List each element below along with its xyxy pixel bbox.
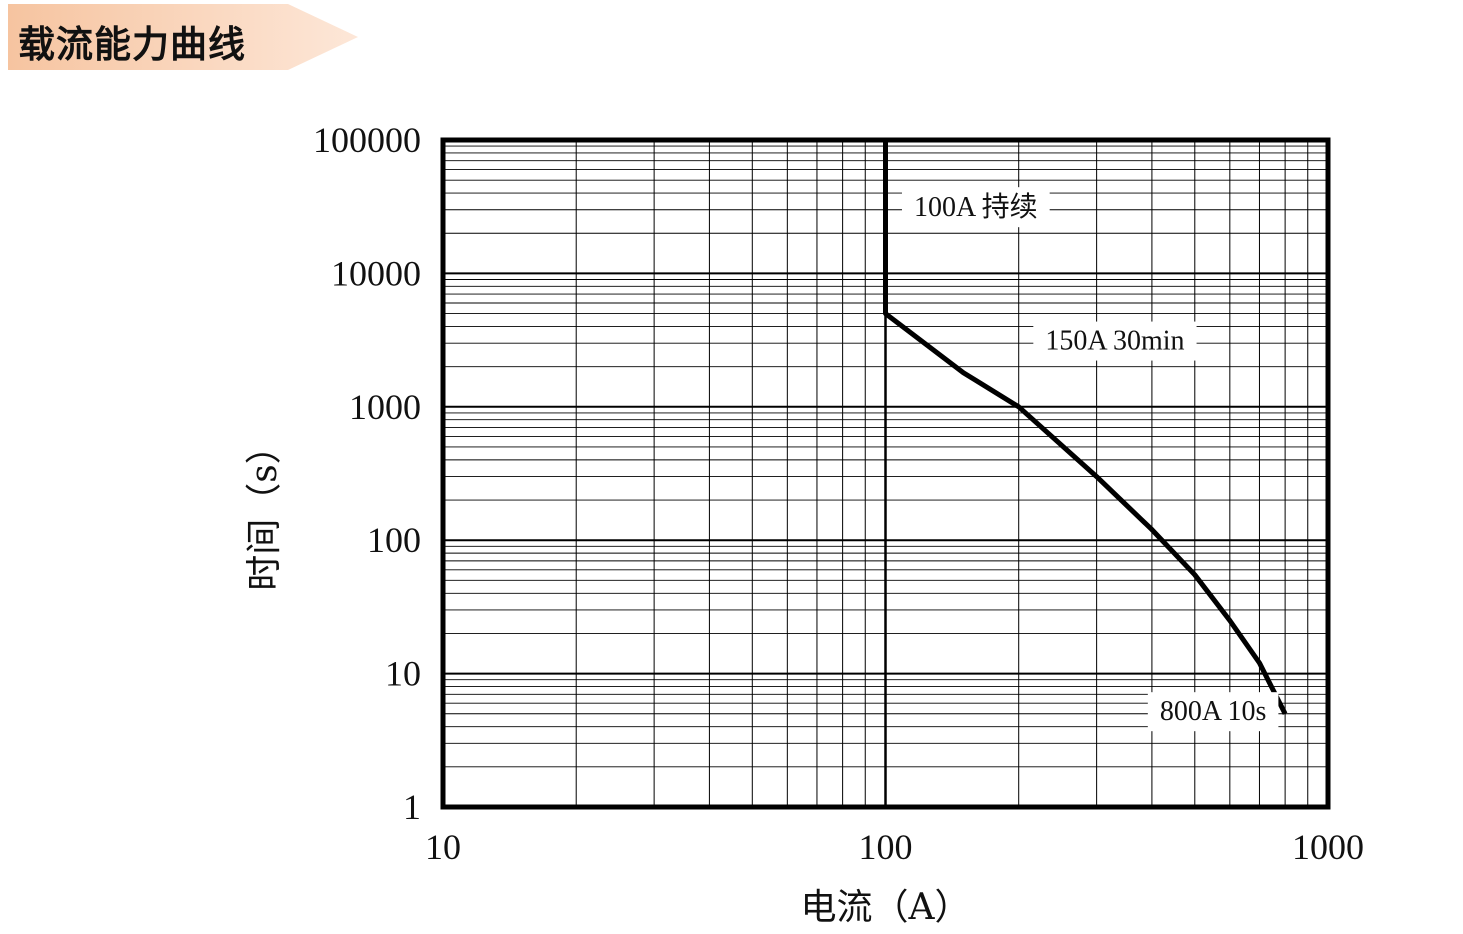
y-tick-label: 1000 (349, 387, 421, 427)
annotation-background (1033, 321, 1197, 361)
y-tick-label: 10 (385, 654, 421, 694)
annotation-label: 100A 持续 (914, 191, 1038, 223)
x-tick-label: 1000 (1292, 827, 1364, 867)
annotation-background (1147, 692, 1279, 732)
y-tick-labels: 1 10 100 1000 10000 100000 (313, 120, 421, 827)
annotation-label: 800A 10s (1160, 696, 1267, 727)
x-tick-labels: 10 100 1000 (425, 827, 1364, 867)
y-tick-label: 1 (403, 787, 421, 827)
annotations: 100A 持续 150A 30min 800A 10s (901, 187, 1279, 732)
y-tick-label: 10000 (331, 253, 421, 293)
series-line-current-capacity (883, 140, 1288, 715)
x-tick-label: 10 (425, 827, 461, 867)
title-banner: 载流能力曲线 (8, 4, 363, 70)
banner-arrow-shape (8, 4, 358, 70)
y-axis-label: 时间（s） (244, 428, 285, 590)
y-tick-label: 100 (367, 520, 421, 560)
page-title: 载流能力曲线 (18, 23, 246, 66)
x-tick-label: 100 (859, 827, 913, 867)
y-tick-label: 100000 (313, 120, 421, 160)
annotation-background (901, 187, 1050, 228)
annotation-label: 150A 30min (1045, 326, 1184, 357)
x-axis-label: 电流（A） (801, 887, 971, 928)
annotation-2: 800A 10s (1147, 692, 1279, 732)
annotation-1: 150A 30min (1033, 321, 1197, 361)
annotation-0: 100A 持续 (901, 187, 1050, 228)
